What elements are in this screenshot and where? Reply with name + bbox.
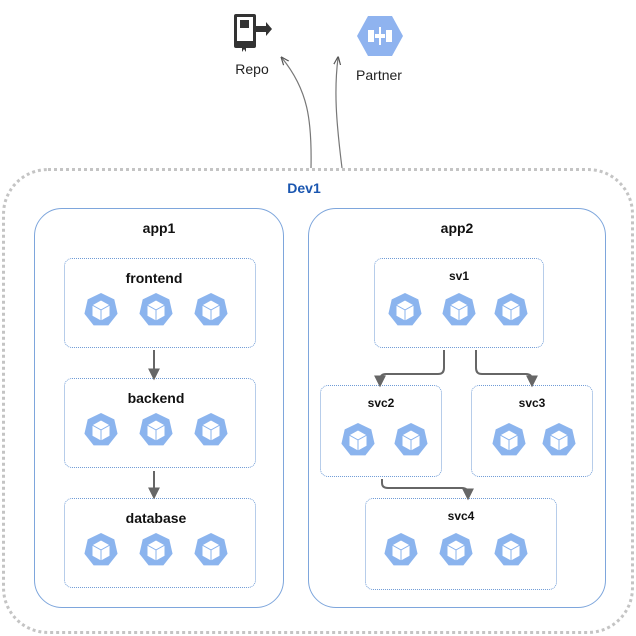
app1-container <box>34 208 284 608</box>
pod-icon <box>194 533 228 566</box>
service-frontend-label: frontend <box>125 270 183 286</box>
pod-icon <box>494 533 528 566</box>
repo-label: Repo <box>235 61 269 77</box>
service-database <box>64 498 256 588</box>
service-svc4 <box>365 498 557 590</box>
edge-svc2-svc4 <box>381 479 474 501</box>
service-svc3-label: svc3 <box>518 396 546 410</box>
pod-icon <box>442 293 476 326</box>
service-svc4-label: svc4 <box>447 509 475 523</box>
service-sv1 <box>374 258 544 348</box>
service-backend <box>64 378 256 468</box>
service-database-label: database <box>125 510 187 526</box>
edge-dev1-repo <box>282 58 312 169</box>
pod-icon <box>84 533 118 566</box>
app2-container <box>308 208 606 608</box>
service-frontend <box>64 258 256 348</box>
app1-label: app1 <box>142 220 176 236</box>
dev1-label: Dev1 <box>287 180 321 196</box>
pod-icon <box>384 533 418 566</box>
app2-label: app2 <box>440 220 474 236</box>
service-backend-label: backend <box>127 390 185 406</box>
edge-sv1-svc2 <box>374 350 445 388</box>
pod-icon <box>194 413 228 446</box>
edge-sv1-svc3 <box>475 350 538 388</box>
edge-dev1-partner <box>336 58 343 169</box>
pod-icon <box>84 293 118 326</box>
pod-icon <box>139 413 173 446</box>
partner-icon <box>357 16 403 56</box>
pod-icon <box>139 533 173 566</box>
pod-icon <box>542 423 576 456</box>
pod-icon <box>139 293 173 326</box>
service-sv1-label: sv1 <box>448 269 470 283</box>
service-svc2-label: svc2 <box>367 396 395 410</box>
pod-icon <box>84 413 118 446</box>
pod-icon <box>439 533 473 566</box>
pod-icon <box>388 293 422 326</box>
repo-icon <box>234 14 272 52</box>
pod-icon <box>194 293 228 326</box>
partner-label: Partner <box>356 67 402 83</box>
pod-icon <box>494 293 528 326</box>
dev1-environment <box>2 168 634 634</box>
pod-icon <box>341 423 375 456</box>
pod-icon <box>394 423 428 456</box>
pod-icon <box>492 423 526 456</box>
